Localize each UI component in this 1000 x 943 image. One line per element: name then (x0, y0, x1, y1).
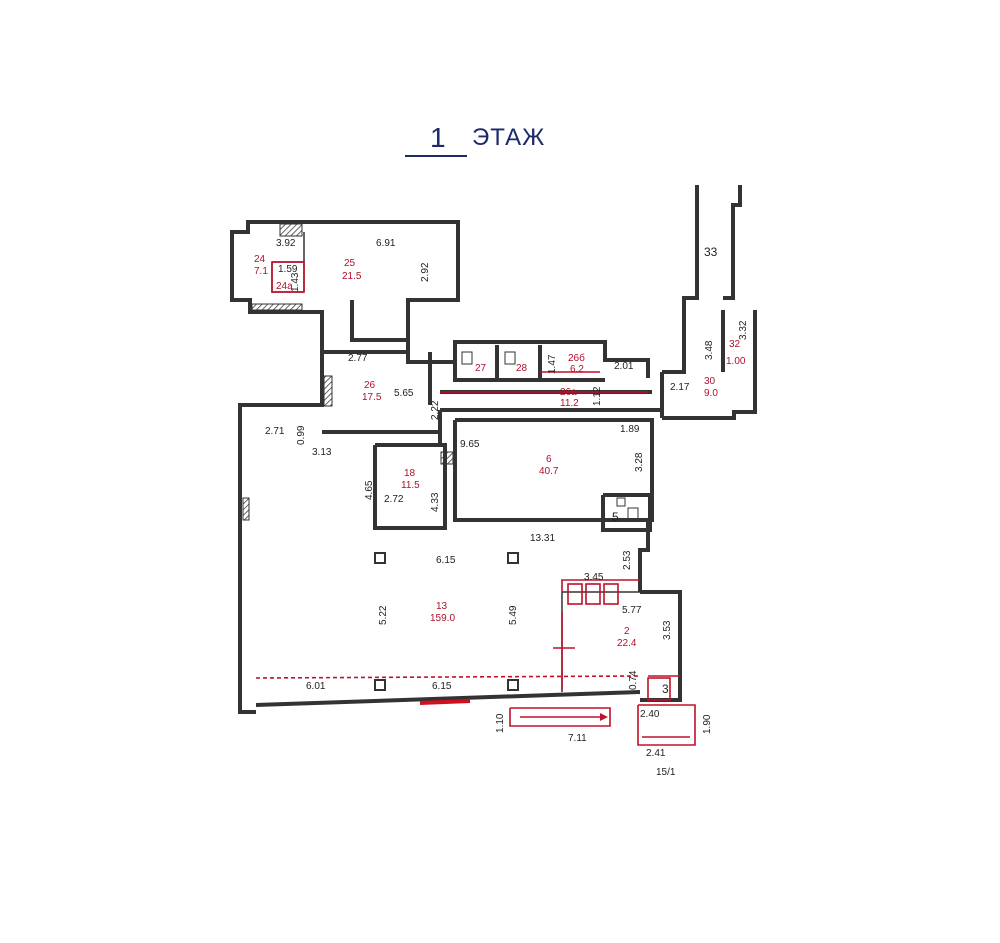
room-30-number: 30 (704, 376, 716, 387)
room-18-area: 11.5 (401, 480, 420, 491)
room-33-number: 33 (704, 245, 718, 259)
dimension-labels: 3.92 6.91 1.59 1.43 2.92 2.77 5.65 2.22 … (265, 238, 749, 759)
room-labels: 24 7.1 24а 25 21.5 26 17.5 27 28 26б 6.2… (254, 245, 741, 778)
dimension: 6.91 (376, 238, 396, 249)
dimension: 2.53 (622, 550, 633, 570)
dimension: 0.74 (628, 670, 639, 690)
floor-number: 1 (430, 122, 446, 153)
room-24-number: 24 (254, 254, 266, 265)
room-27-number: 27 (475, 363, 487, 374)
column (507, 679, 519, 691)
dimension: 2.40 (640, 709, 660, 720)
room-5-number: 5 (612, 510, 619, 524)
dimension: 2.72 (384, 494, 404, 505)
red-markup (255, 261, 696, 746)
dimension: 2.01 (614, 361, 634, 372)
dimension: 5.65 (394, 388, 414, 399)
room-13-number: 13 (436, 601, 448, 612)
room-30-area: 9.0 (704, 388, 718, 399)
room-6-area: 40.7 (539, 466, 559, 477)
room-25-area: 21.5 (342, 271, 362, 282)
dimension: 3.48 (704, 340, 715, 360)
dimension: 1.00 (726, 356, 746, 367)
dimension: 7.11 (568, 733, 587, 744)
room-6-number: 6 (546, 454, 552, 465)
floor-word: ЭТАЖ (472, 124, 546, 151)
room-28-number: 28 (516, 363, 528, 374)
floor-title: 1 ЭТАЖ (405, 122, 565, 162)
dimension: 2.92 (420, 262, 431, 282)
column (374, 552, 386, 564)
room-26a-number: 26а (560, 387, 577, 398)
room-24-area: 7.1 (254, 266, 268, 277)
dimension: 2.17 (670, 382, 690, 393)
dimension: 1.43 (290, 272, 301, 292)
dimension: 1.12 (592, 386, 603, 406)
dimension: 2.41 (646, 748, 666, 759)
dimension: 3.32 (738, 320, 749, 340)
room-13-area: 159.0 (430, 613, 455, 624)
hatched-columns (242, 223, 454, 521)
room-26a-area: 11.2 (560, 398, 579, 409)
dimension: 2.22 (430, 400, 441, 420)
dimension: 5.77 (622, 605, 642, 616)
room-26-number: 26 (364, 380, 376, 391)
dimension: 1.59 (278, 264, 298, 275)
dimension: 3.28 (634, 452, 645, 472)
sanitary-fixtures (461, 351, 639, 521)
floor-number-underline (405, 155, 467, 157)
room-24a-number: 24а (276, 281, 293, 292)
dimension: 6.15 (432, 681, 452, 692)
room-18-number: 18 (404, 468, 416, 479)
dimension: 0.99 (296, 425, 307, 445)
dimension: 1.90 (702, 714, 713, 734)
dimension: 9.65 (460, 439, 480, 450)
dimension: 2.77 (348, 353, 368, 364)
room-32-number: 32 (729, 339, 741, 350)
structural-columns (374, 552, 519, 691)
dimension: 1.10 (495, 713, 506, 733)
dimension: 3.45 (584, 572, 604, 583)
room-26b-number: 26б (568, 352, 585, 364)
dimension: 1.89 (620, 424, 640, 435)
dimension: 1.47 (547, 354, 558, 374)
dimension: 3.92 (276, 238, 296, 249)
room-15-1-number: 15/1 (656, 767, 676, 778)
dimension: 3.13 (312, 447, 332, 458)
dimension: 13.31 (530, 533, 555, 544)
room-2-number: 2 (624, 626, 630, 637)
room-25-number: 25 (344, 258, 356, 269)
room-26b-area: 6.2 (570, 364, 584, 375)
dimension: 5.49 (508, 605, 519, 625)
dimension: 6.01 (306, 681, 326, 692)
dimension: 5.22 (378, 605, 389, 625)
room-26-area: 17.5 (362, 392, 382, 403)
column (507, 552, 519, 564)
dimension: 4.65 (364, 480, 375, 500)
dimension: 6.15 (436, 555, 456, 566)
column (374, 679, 386, 691)
interior-walls (271, 232, 664, 692)
room-3-number: 3 (662, 682, 669, 696)
exterior-walls (230, 185, 757, 714)
room-2-area: 22.4 (617, 638, 637, 649)
dimension: 3.53 (662, 620, 673, 640)
dimension: 4.33 (430, 492, 441, 512)
dimension: 2.71 (265, 426, 285, 437)
